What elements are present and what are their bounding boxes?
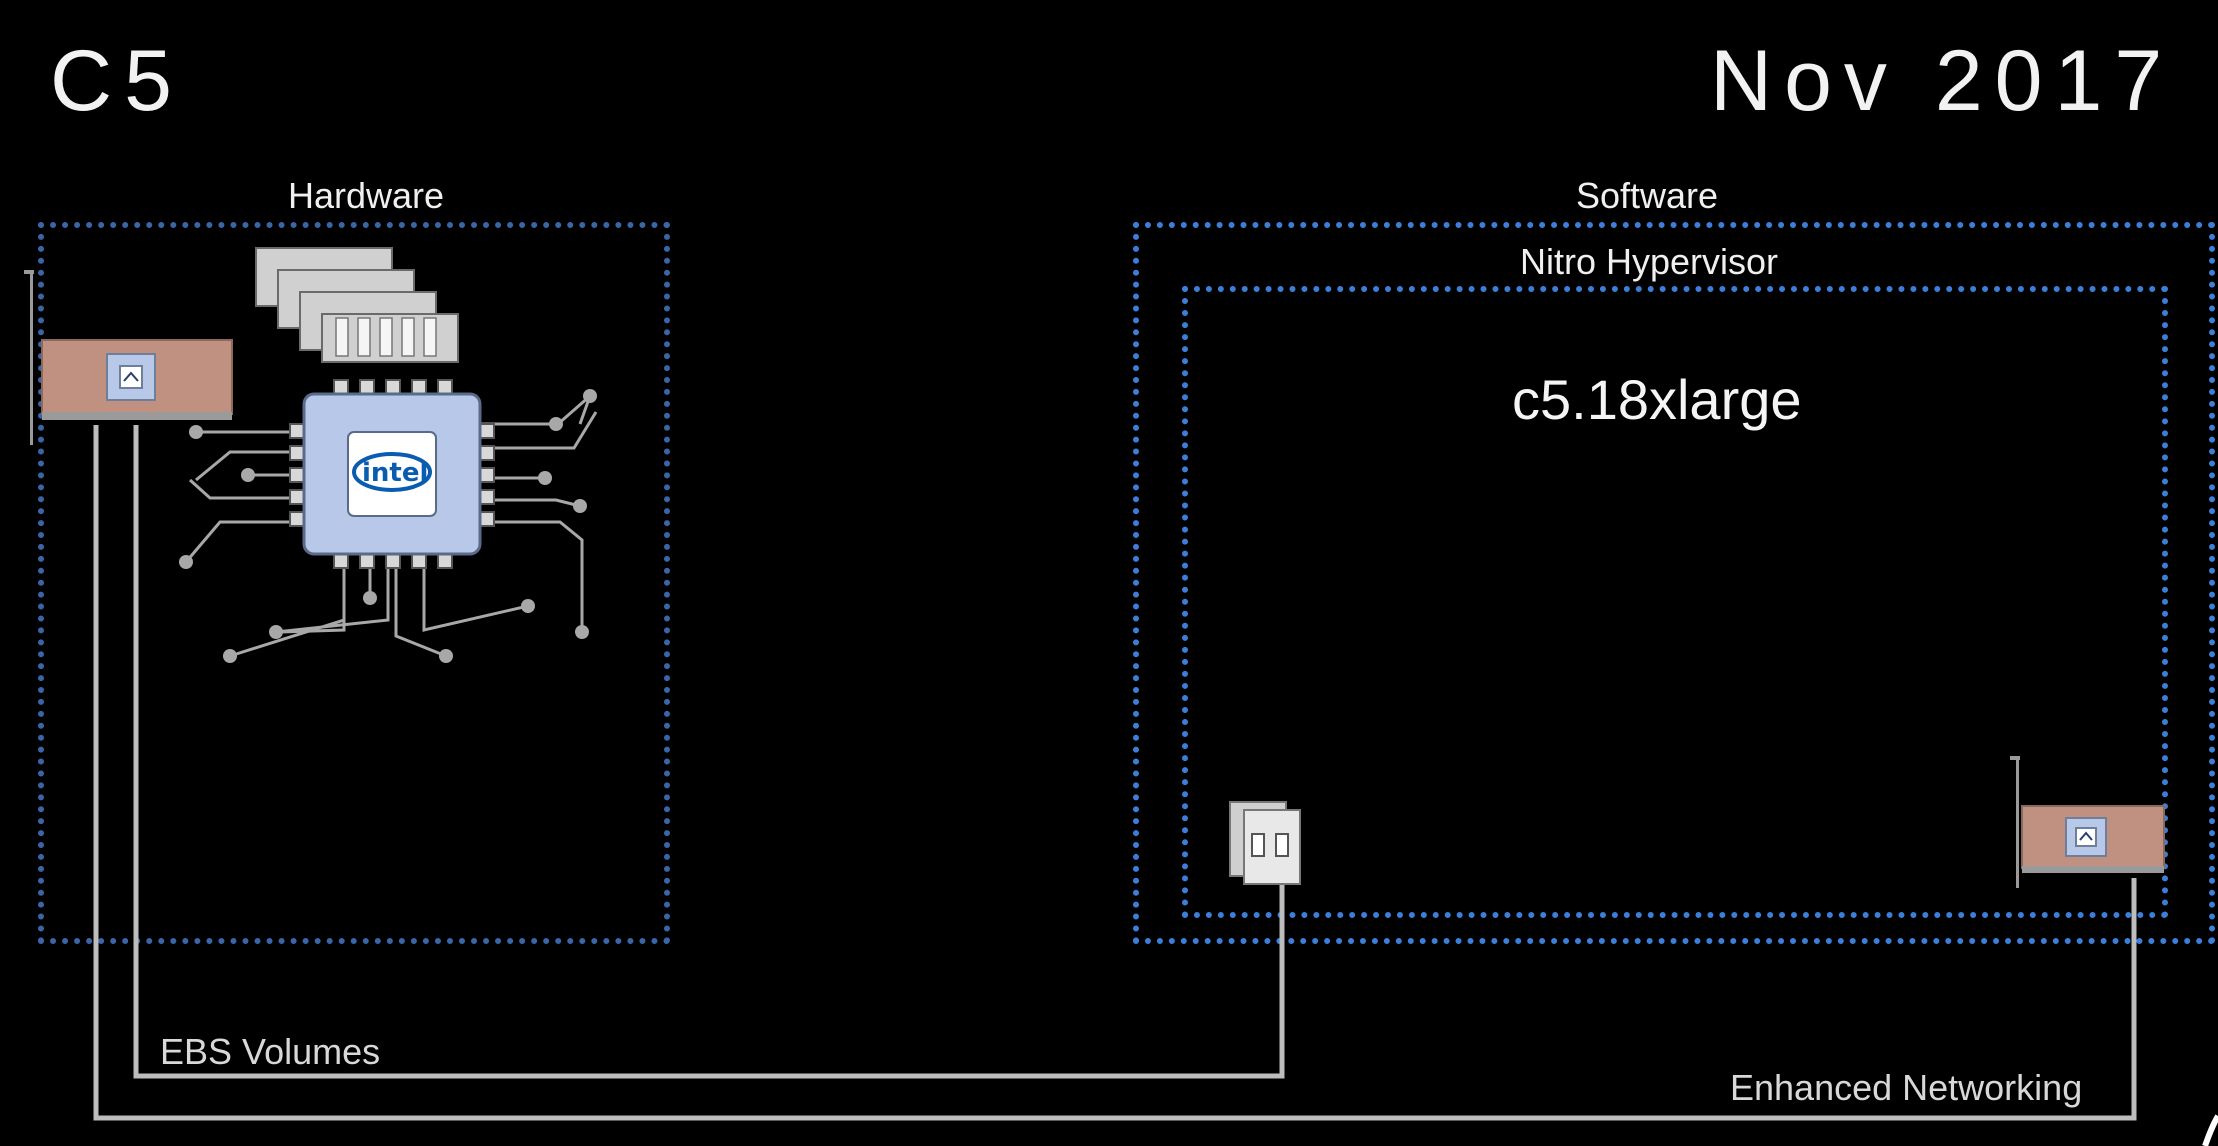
- hypervisor-box: [1182, 286, 2168, 918]
- cpu-traces: [184, 394, 598, 658]
- instance-type-label: c5.18xlarge: [1512, 368, 1802, 431]
- ebs-storage-icon: [1229, 801, 1301, 885]
- software-label: Software: [1576, 175, 1719, 216]
- hardware-nic-card: [24, 270, 233, 445]
- trace-endpoints: [179, 389, 597, 663]
- hardware-box: [38, 222, 670, 944]
- networking-wire: [93, 425, 2137, 1121]
- cpu-chip: [289, 379, 495, 569]
- intel-logo-text: intel: [362, 458, 429, 488]
- hypervisor-label: Nitro Hypervisor: [1520, 241, 1779, 282]
- corner-arc: [2202, 1114, 2218, 1146]
- connection-wires: [93, 425, 2137, 1121]
- software-nic-card: [2010, 756, 2165, 888]
- slide-title: C5: [50, 33, 184, 129]
- ebs-volumes-label: EBS Volumes: [160, 1031, 381, 1072]
- enhanced-networking-label: Enhanced Networking: [1730, 1067, 2083, 1108]
- hardware-label: Hardware: [288, 175, 445, 216]
- slide-date: Nov 2017: [1710, 33, 2175, 129]
- memory-modules: [255, 247, 459, 363]
- ebs-wire: [133, 425, 1285, 1079]
- software-box: [1133, 222, 2215, 944]
